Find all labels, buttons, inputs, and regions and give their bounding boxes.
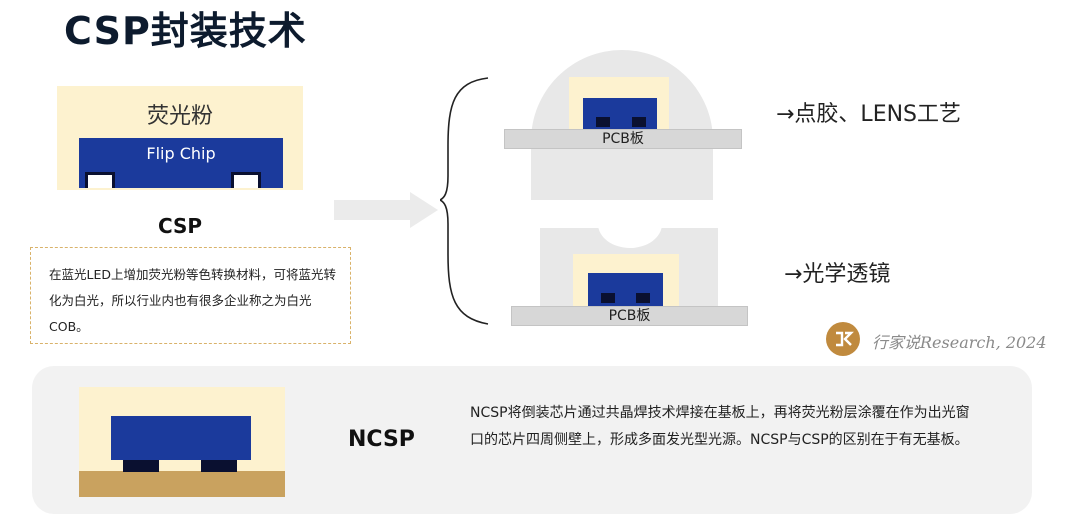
housing-notch — [598, 200, 662, 248]
csp-phosphor-layer: 荧光粉 Flip Chip — [57, 86, 303, 190]
brand-logo-icon — [826, 322, 860, 356]
page-title: CSP封装技术 — [64, 9, 307, 53]
ncsp-chip — [111, 416, 251, 460]
bottom-pcb-board: PCB板 — [511, 306, 748, 326]
bottom-chip-core — [588, 273, 663, 306]
ncsp-bump-right — [201, 460, 237, 472]
bottom-bump-right — [636, 293, 650, 303]
chip-pad-left — [85, 172, 115, 188]
watermark: 行家说Research, 2024 — [826, 322, 1052, 358]
phosphor-label: 荧光粉 — [146, 104, 213, 129]
csp-description: 在蓝光LED上增加荧光粉等色转换材料，可将蓝光转化为白光，所以行业内也有很多企业… — [30, 247, 351, 344]
bottom-bump-left — [601, 293, 615, 303]
top-bump-right — [632, 117, 646, 127]
ncsp-bump-left — [123, 460, 159, 472]
flip-chip-label: Flip Chip — [146, 144, 216, 163]
ncsp-substrate — [79, 471, 285, 497]
top-bump-left — [596, 117, 610, 127]
right-arrow-icon — [334, 192, 438, 228]
ncsp-description: NCSP将倒装芯片通过共晶焊技术焊接在基板上，再将荧光粉层涂覆在作为出光窗口的芯… — [470, 405, 970, 448]
option-dispense-lens-label: →点胶、LENS工艺 — [776, 102, 962, 127]
flip-chip: Flip Chip — [79, 138, 283, 188]
csp-label: CSP — [157, 214, 203, 238]
left-brace — [440, 77, 489, 325]
option-optical-lens-label: →光学透镜 — [784, 262, 891, 287]
top-pcb-board: PCB板 — [504, 129, 742, 149]
watermark-text: 行家说Research, 2024 — [872, 333, 1047, 352]
ncsp-label: NCSP — [348, 427, 415, 452]
chip-pad-right — [231, 172, 261, 188]
